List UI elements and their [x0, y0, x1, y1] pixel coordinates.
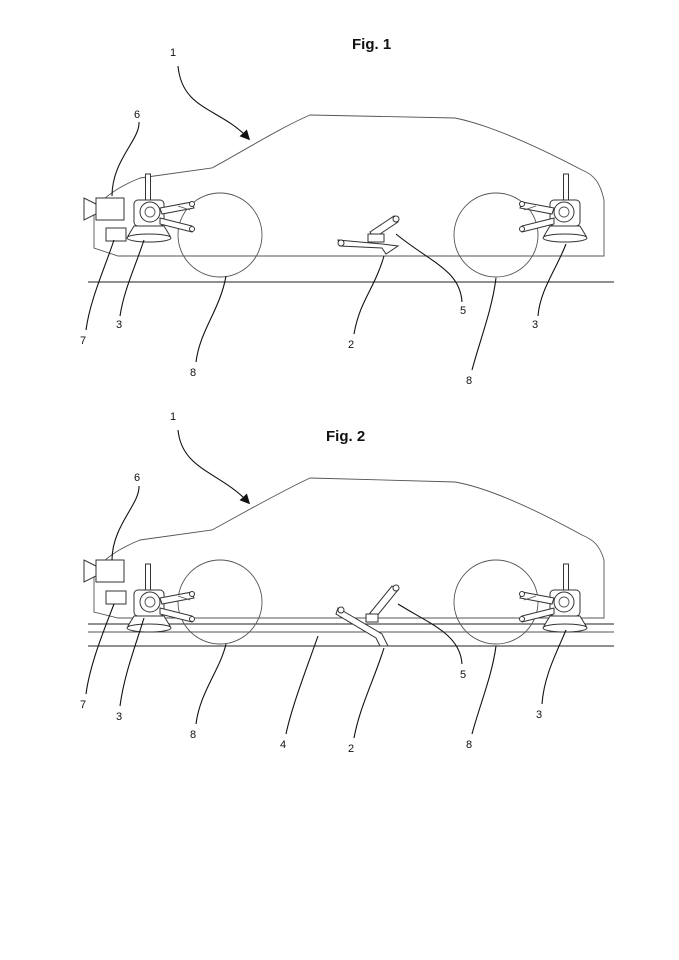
fig1-leader-8a [196, 276, 226, 362]
fig2-leader-8b [472, 646, 496, 734]
fig2-drawing [84, 430, 614, 738]
fig2-wheel-rear [454, 560, 538, 644]
fig1-leader-5 [396, 234, 462, 302]
fig2-robot-front [127, 564, 195, 632]
fig1-robot-rear [520, 174, 588, 242]
fig2-lever-assembly [336, 585, 399, 646]
fig1-control-unit [106, 228, 126, 241]
fig1-lever-assembly [338, 216, 399, 254]
fig1-leader-3b [538, 244, 566, 316]
fig1-car-body [94, 115, 604, 256]
fig2-leader-5 [398, 604, 462, 664]
fig1-leader-3a [120, 240, 144, 316]
fig2-arrow-vehicle [178, 430, 248, 502]
fig1-leader-7 [86, 240, 114, 330]
fig2-leader-6 [112, 486, 139, 560]
fig2-leader-4 [286, 636, 318, 734]
fig2-camera [84, 560, 124, 582]
fig1-robot-front [127, 174, 195, 242]
fig1-camera [84, 198, 124, 220]
fig1-arrow-vehicle [178, 66, 248, 138]
fig1-leader-2 [354, 256, 384, 334]
fig1-leader-8b [472, 278, 496, 370]
fig2-leader-8a [196, 644, 226, 724]
fig1-drawing [84, 66, 614, 370]
fig2-leader-3b [542, 630, 566, 704]
fig2-robot-rear [520, 564, 588, 632]
fig2-leader-7 [86, 604, 114, 694]
fig2-control-unit [106, 591, 126, 604]
fig2-leader-2 [354, 648, 384, 738]
fig2-wheel-front [178, 560, 262, 644]
